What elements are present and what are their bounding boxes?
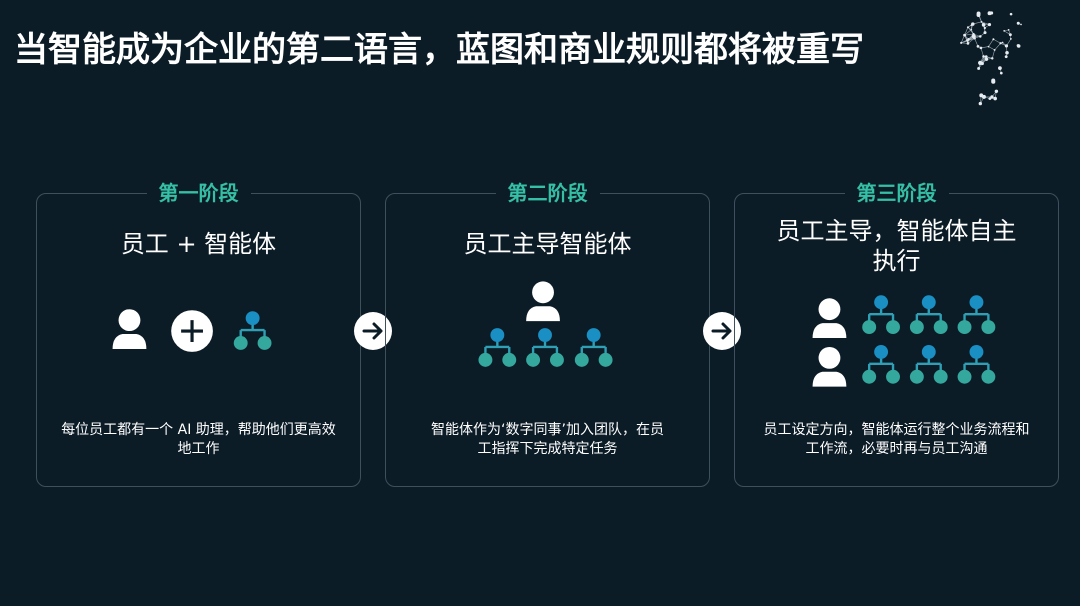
card-heading: 员工主导，智能体自主 执行: [735, 216, 1058, 276]
person-icon: [526, 281, 560, 322]
card-description-line: 每位员工都有一个 AI 助理，帮助他们更高效: [61, 422, 336, 438]
stage-label: 第二阶段: [495, 180, 600, 206]
person-icon: [112, 309, 147, 349]
plus-icon: [171, 310, 213, 352]
card-heading-line: 员工主导智能体: [463, 230, 632, 258]
card-heading-line: 执行: [872, 247, 921, 275]
stage-label: 第一阶段: [146, 180, 251, 206]
agent-tree-icon: [862, 295, 900, 335]
card-heading-line: 员工 + 智能体: [120, 230, 277, 258]
agent-tree-icon: [957, 344, 996, 384]
stage-label: 第三阶段: [844, 180, 949, 206]
card-description-line: 地工作: [177, 441, 220, 457]
agent-tree-icon: [478, 328, 517, 367]
card-heading: 员工 + 智能体: [37, 229, 360, 259]
card-description-line: 智能体作为‘数字同事’加入团队，在员: [431, 422, 664, 438]
card-description-line: 员工设定方向，智能体运行整个业务流程和: [763, 422, 1030, 438]
card-heading-line: 员工主导，智能体自主: [776, 217, 1017, 245]
card-heading: 员工主导智能体: [386, 229, 709, 259]
agent-tree-icon: [909, 295, 948, 335]
card-description: 员工设定方向，智能体运行整个业务流程和 工作流，必要时再与员工沟通: [735, 421, 1058, 459]
card-description: 智能体作为‘数字同事’加入团队，在员 工指挥下完成特定任务: [386, 421, 709, 459]
network-figure-logo-icon: [960, 11, 1022, 106]
agent-tree-icon: [909, 344, 948, 384]
person-icon: [812, 298, 847, 339]
card-description-line: 工作流，必要时再与员工沟通: [805, 441, 988, 457]
page-title: 当智能成为企业的第二语言，蓝图和商业规则都将被重写: [14, 30, 864, 70]
agent-tree-icon: [862, 344, 900, 384]
stage-card-1: 第一阶段 员工 + 智能体 每位员工都有一个 AI 助理，帮助他们更高效 地工作: [36, 180, 361, 487]
agent-tree-icon: [957, 295, 996, 335]
agent-tree-icon: [233, 311, 272, 350]
card-description-line: 工指挥下完成特定任务: [477, 441, 618, 457]
agent-tree-icon: [574, 328, 613, 367]
person-icon: [812, 346, 847, 387]
stage-card-3: 第三阶段 员工主导，智能体自主 执行: [734, 180, 1059, 487]
stage-card-2: 第二阶段 员工主导智能体 智能体作为‘数字同事’加入团队，在员 工指挥: [385, 180, 710, 487]
card-description: 每位员工都有一个 AI 助理，帮助他们更高效 地工作: [37, 421, 360, 459]
agent-tree-icon: [526, 328, 564, 367]
